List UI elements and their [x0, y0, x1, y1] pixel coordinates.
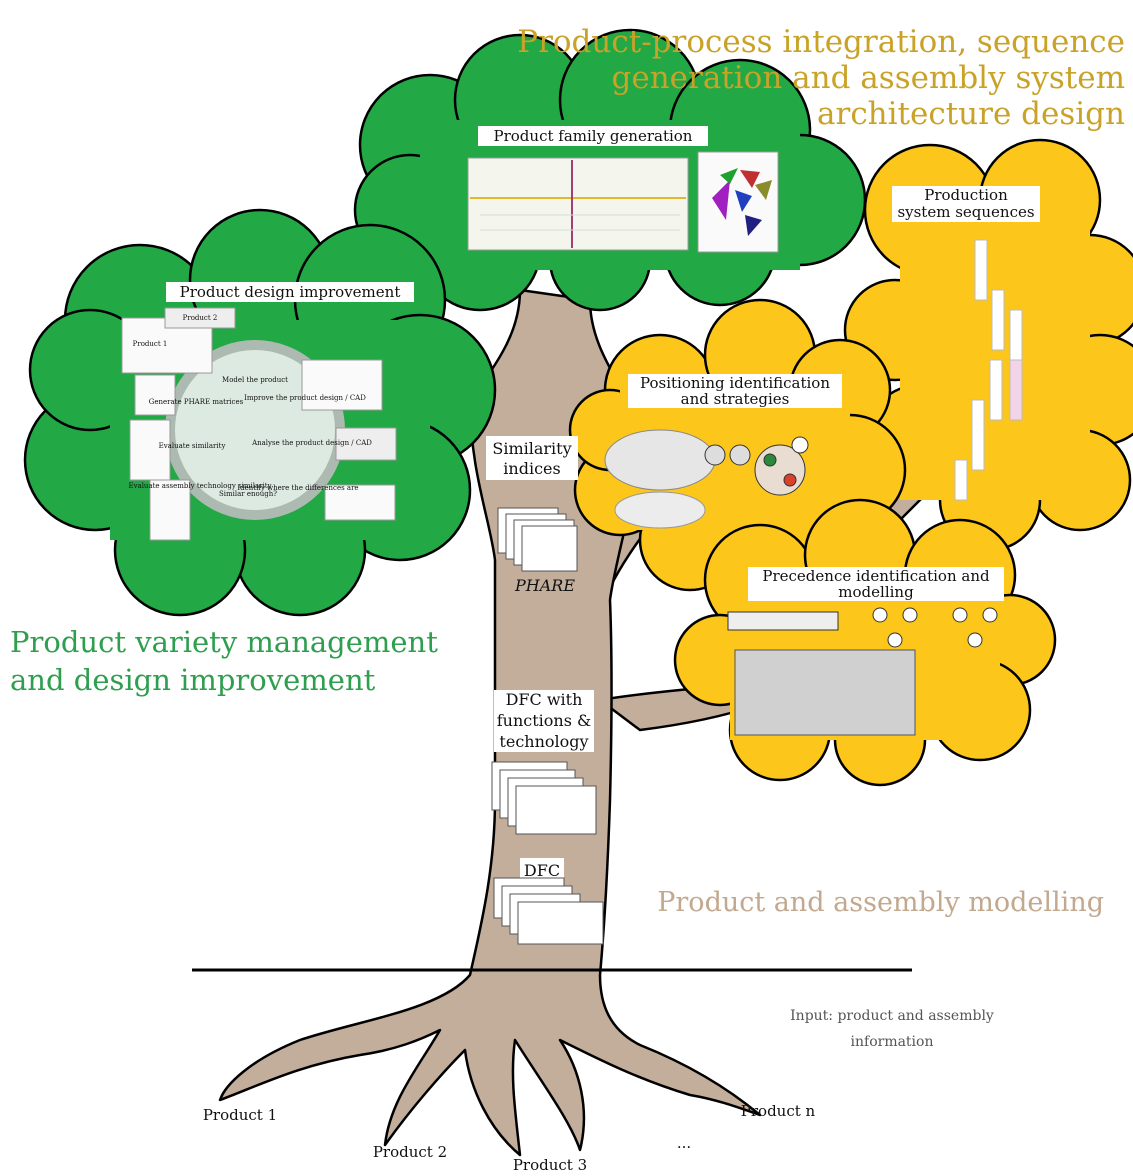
- input-note-line1: Input: product and assembly: [790, 1008, 994, 1024]
- precedence-label-box: [748, 567, 1004, 601]
- dfc-functions-diagrams: [491, 761, 597, 835]
- cycle-improve: Improve the product design / CAD: [244, 394, 366, 402]
- modelling-heading: Product and assembly modelling: [657, 887, 1104, 918]
- input-note-line2: information: [851, 1034, 934, 1050]
- family-label: Product family generation: [494, 127, 693, 145]
- dfc-functions-line2: functions &: [497, 711, 592, 730]
- products-ellipsis: ...: [677, 1134, 691, 1152]
- positioning-label-line2: and strategies: [681, 390, 790, 408]
- cycle-model: Model the product: [222, 376, 288, 384]
- precedence-label-line1: Precedence identification and: [762, 567, 990, 585]
- cycle-product1: Product 1: [133, 340, 168, 348]
- dfc-functions-line3: technology: [499, 732, 588, 751]
- product-2-label: Product 2: [373, 1143, 447, 1161]
- similarity-label-box: [486, 436, 578, 480]
- cycle-product2: Product 2: [183, 314, 218, 322]
- integration-heading: Product-process integration, sequence ge…: [517, 24, 1125, 132]
- sequences-label-line2: system sequences: [897, 203, 1034, 221]
- product-1-label: Product 1: [203, 1106, 277, 1124]
- dfc-functions-line1: DFC with: [506, 690, 583, 709]
- family-3d-shapes: [697, 151, 779, 253]
- variety-heading-line2: and design improvement: [10, 663, 376, 697]
- cycle-generate: Generate PHARE matrices: [149, 398, 244, 406]
- cycle-analyse: Analyse the product design / CAD: [251, 439, 372, 447]
- integration-heading-line3: architecture design: [817, 96, 1125, 132]
- variety-heading-line1: Product variety management: [10, 625, 438, 659]
- sequences-label-box: [892, 186, 1040, 222]
- phare-matrix-stack: [497, 507, 578, 572]
- cycle-identify: Identify where the differences are: [237, 484, 358, 492]
- precedence-networks: [727, 607, 998, 648]
- design-label-box: [166, 282, 414, 302]
- dfc-diagrams: [493, 877, 604, 945]
- positioning-label-line1: Positioning identification: [640, 374, 830, 392]
- design-cycle-figure: [121, 307, 397, 541]
- cycle-evaluate-similarity: Evaluate similarity: [159, 442, 226, 450]
- similarity-label-line1: Similarity: [492, 439, 571, 458]
- cycle-similar: Similar enough?: [219, 490, 277, 498]
- dfc-label: DFC: [524, 861, 560, 880]
- precedence-label-line2: modelling: [838, 583, 914, 601]
- product-n-label: Product n: [741, 1102, 816, 1120]
- positioning-label-box: [628, 374, 842, 408]
- family-label-box: [478, 126, 708, 146]
- dfc-functions-label-box: [494, 690, 594, 752]
- family-scatter-plot: [467, 157, 689, 251]
- design-label: Product design improvement: [180, 283, 401, 301]
- phare-label: PHARE: [514, 576, 575, 595]
- sequences-label-line1: Production: [924, 186, 1008, 204]
- positioning-graphs: [604, 429, 809, 529]
- similarity-label-line2: indices: [503, 459, 560, 478]
- integration-heading-line2: generation and assembly system: [612, 60, 1126, 96]
- cycle-evaluate-assembly: Evaluate assembly technology similarity: [128, 482, 271, 490]
- precedence-table: [734, 649, 916, 736]
- sequences-graph: [954, 239, 1023, 501]
- product-3-label: Product 3: [513, 1156, 587, 1174]
- integration-heading-line1: Product-process integration, sequence: [517, 24, 1125, 60]
- cloud-precedence: [673, 498, 1057, 787]
